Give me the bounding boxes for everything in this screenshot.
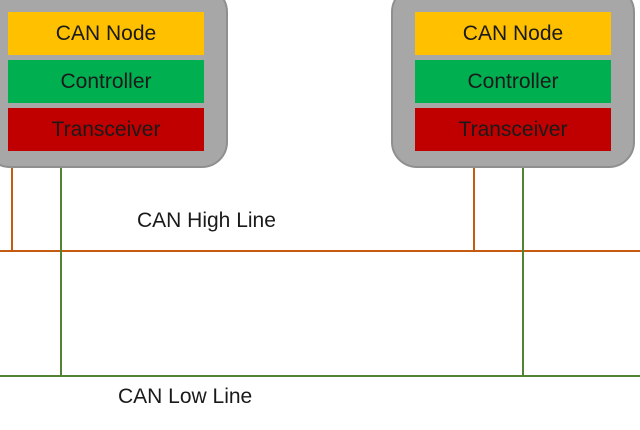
can-high-line-label: CAN High Line [137,209,276,232]
node-label-layer: CAN Node [415,12,611,55]
can-node-left: CAN Node Controller Transceiver [0,0,228,168]
transceiver-layer: Transceiver [415,108,611,151]
controller-layer: Controller [8,60,204,103]
controller-layer: Controller [415,60,611,103]
can-node-right: CAN Node Controller Transceiver [391,0,635,168]
can-low-line-label: CAN Low Line [118,385,253,408]
transceiver-layer: Transceiver [8,108,204,151]
node-label-layer: CAN Node [8,12,204,55]
